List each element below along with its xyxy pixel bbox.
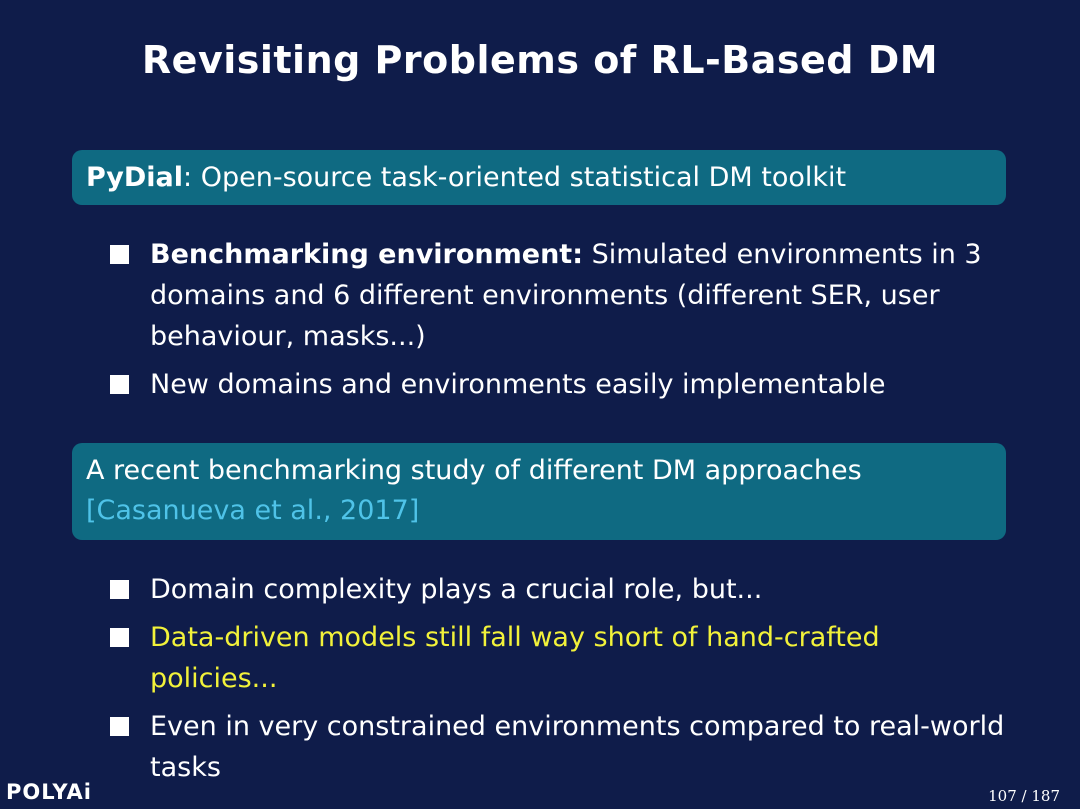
list-item: Domain complexity plays a crucial role, …	[108, 569, 1008, 610]
benchmark-study-block: A recent benchmarking study of different…	[72, 443, 1006, 540]
square-bullet-icon	[110, 375, 129, 394]
square-bullet-icon	[110, 580, 129, 599]
list-item-bold: Benchmarking environment:	[150, 239, 584, 270]
list-item: New domains and environments easily impl…	[108, 364, 1008, 405]
polyai-logo: POLYAi	[6, 780, 93, 804]
page-number: 107 / 187	[988, 787, 1060, 805]
square-bullet-icon	[110, 628, 129, 647]
pydial-name: PyDial	[86, 162, 184, 193]
slide-title: Revisiting Problems of RL-Based DM	[141, 38, 939, 82]
square-bullet-icon	[110, 717, 129, 736]
pydial-description: : Open-source task-oriented statistical …	[183, 162, 847, 193]
study-findings-list: Domain complexity plays a crucial role, …	[108, 569, 1008, 795]
square-bullet-icon	[110, 245, 129, 264]
citation-link[interactable]: [Casanueva et al., 2017]	[86, 495, 420, 526]
benchmark-study-text: A recent benchmarking study of different…	[86, 455, 862, 486]
list-item: Even in very constrained environments co…	[108, 706, 1008, 788]
list-item: Benchmarking environment: Simulated envi…	[108, 234, 1008, 357]
list-item-text: Even in very constrained environments co…	[150, 711, 1005, 783]
pydial-block: PyDial: Open-source task-oriented statis…	[72, 150, 1006, 205]
list-item-text: Data-driven models still fall way short …	[150, 622, 880, 694]
list-item-text: Simulated environments in 3 domains and …	[150, 239, 982, 352]
list-item-text: Domain complexity plays a crucial role, …	[150, 574, 763, 605]
list-item-highlighted: Data-driven models still fall way short …	[108, 617, 1008, 699]
pydial-features-list: Benchmarking environment: Simulated envi…	[108, 234, 1008, 412]
list-item-text: New domains and environments easily impl…	[150, 369, 886, 400]
